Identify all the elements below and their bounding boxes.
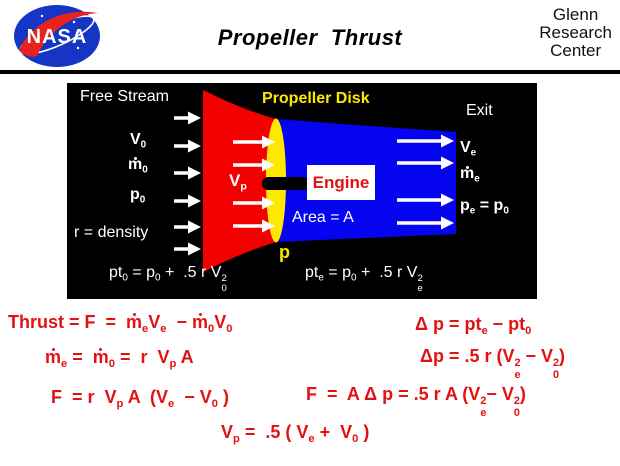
me-label: me	[460, 165, 480, 185]
header-divider	[0, 70, 620, 74]
disk-station-label: p	[279, 242, 290, 262]
flow-diagram: Free Stream Propeller Disk Exit V0 m0 p0…	[67, 83, 537, 299]
propeller-disk-label: Propeller Disk	[262, 90, 370, 107]
vp-label: Vp	[229, 171, 247, 193]
flow-arrow	[397, 193, 454, 207]
flow-arrow	[233, 196, 275, 210]
flow-arrow	[174, 194, 201, 208]
density-label: r = density	[74, 224, 149, 241]
equation-mass-flow: me = m0 = r Vp A	[45, 347, 194, 370]
flow-arrow	[233, 219, 275, 233]
engine-shaft	[262, 177, 309, 190]
equation-vp-average: Vp = .5 ( Ve + V0 )	[221, 422, 370, 445]
p0-label: p0	[130, 186, 146, 206]
flow-arrows	[174, 111, 454, 256]
equation-thrust: Thrust = F = meVe − m0V0	[8, 312, 233, 335]
org-line-1: Glenn	[552, 5, 599, 24]
v0-label: V0	[130, 131, 147, 151]
flow-arrow	[397, 134, 454, 148]
equation-force-momentum: F = r Vp A (Ve − V0 )	[51, 387, 229, 410]
engine-box: Engine	[307, 165, 375, 200]
m0-label: m0	[128, 156, 148, 176]
flow-arrow	[233, 135, 275, 149]
flow-arrow	[397, 216, 454, 230]
nasa-wordmark: NASA	[27, 26, 88, 48]
page-title: Propeller Thrust	[217, 25, 403, 50]
nasa-logo-icon: NASA	[14, 5, 100, 67]
area-label: Area = A	[292, 209, 354, 226]
org-line-3: Center	[550, 41, 602, 60]
nasa-swoosh-icon	[19, 11, 98, 57]
free-stream-label: Free Stream	[80, 88, 169, 105]
flow-arrow	[174, 139, 201, 153]
org-line-2: Research	[539, 23, 612, 42]
flow-arrow	[174, 111, 201, 125]
org-name: Glenn Research Center	[539, 6, 612, 60]
exit-label: Exit	[466, 102, 493, 119]
ve-label: Ve	[460, 139, 477, 159]
flow-arrow	[174, 242, 201, 256]
flow-arrow	[233, 158, 275, 172]
flow-arrow	[397, 156, 454, 170]
equation-delta-p-definition: Δ p = pte − pt0	[415, 314, 532, 337]
engine-label: Engine	[312, 172, 370, 192]
flow-arrow	[174, 220, 201, 234]
pe-label: pe = p0	[460, 197, 509, 217]
flow-arrow	[174, 166, 201, 180]
